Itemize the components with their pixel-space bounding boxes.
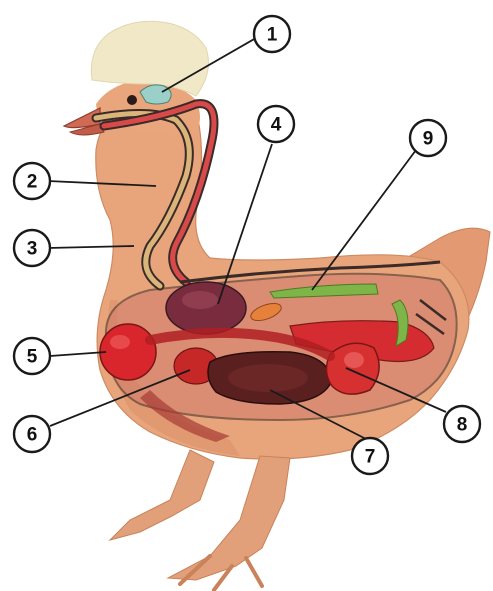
callout-label-5: 5 bbox=[27, 347, 38, 368]
callout-label-6: 6 bbox=[27, 425, 38, 446]
callout-6: 6 bbox=[14, 416, 50, 452]
callout-8: 8 bbox=[444, 406, 480, 442]
callout-9: 9 bbox=[410, 120, 446, 156]
crop-highlight bbox=[182, 291, 218, 309]
callout-4: 4 bbox=[258, 106, 294, 142]
gizzard bbox=[326, 343, 379, 394]
callout-label-7: 7 bbox=[365, 447, 376, 468]
callout-2: 2 bbox=[14, 163, 50, 199]
heart bbox=[100, 324, 156, 380]
callout-label-2: 2 bbox=[27, 172, 38, 193]
callout-label-3: 3 bbox=[27, 239, 38, 260]
callout-label-8: 8 bbox=[457, 415, 468, 436]
eye bbox=[127, 95, 137, 105]
callout-5: 5 bbox=[14, 338, 50, 374]
callout-3: 3 bbox=[14, 230, 50, 266]
callout-label-4: 4 bbox=[271, 115, 282, 136]
liver-shading bbox=[228, 364, 308, 392]
gizzard-highlight bbox=[344, 352, 364, 368]
callout-1: 1 bbox=[254, 16, 290, 52]
callout-label-1: 1 bbox=[267, 25, 278, 46]
leg-back bbox=[110, 450, 214, 540]
heart-highlight bbox=[110, 335, 130, 349]
callout-7: 7 bbox=[352, 438, 388, 474]
callout-label-9: 9 bbox=[423, 129, 434, 150]
